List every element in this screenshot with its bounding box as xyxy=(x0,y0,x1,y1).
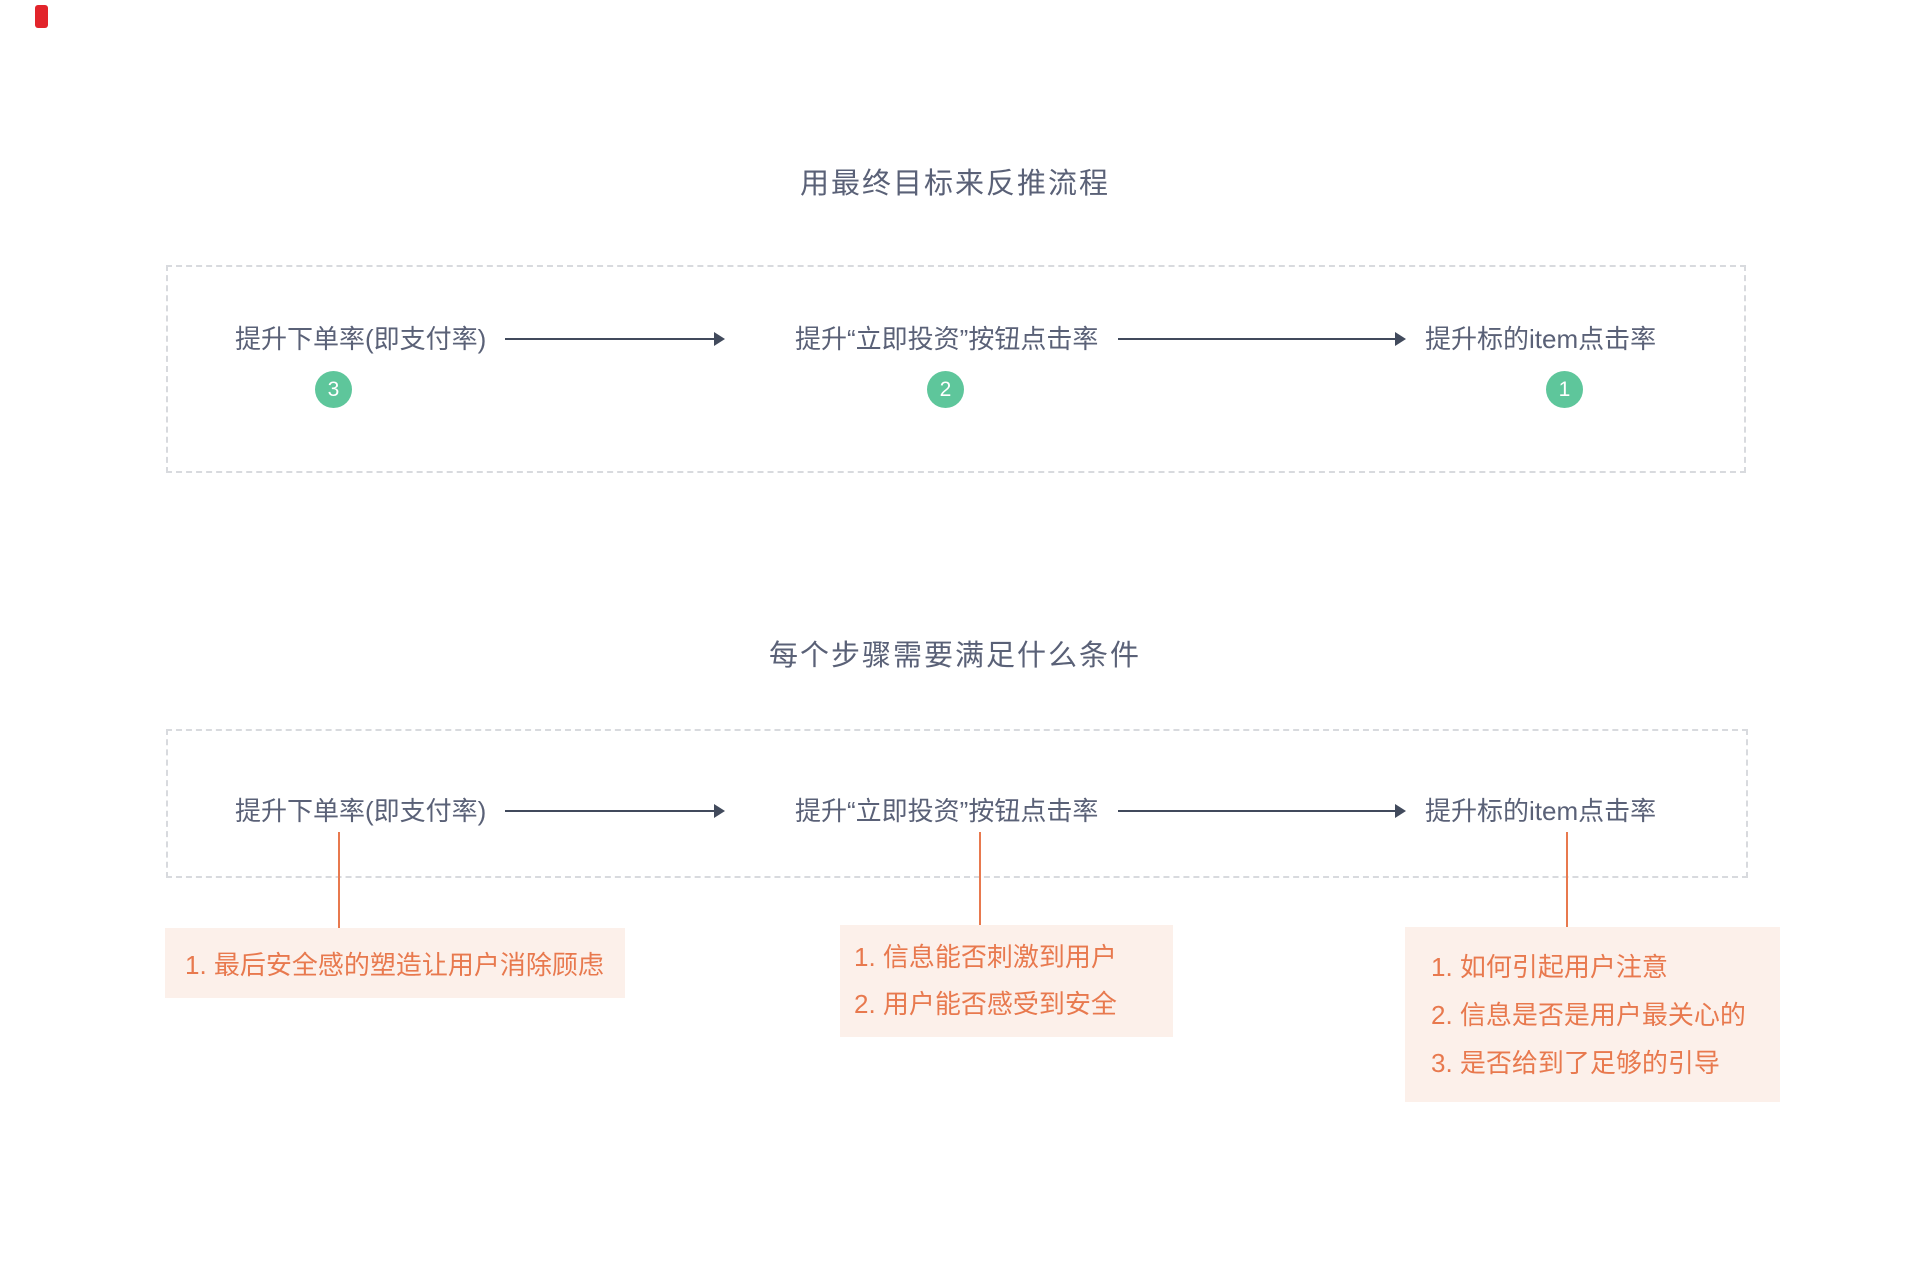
red-marker xyxy=(35,5,48,28)
note-order-rate: 1. 最后安全感的塑造让用户消除顾虑 xyxy=(165,928,625,998)
arrow-right-icon xyxy=(714,332,725,346)
note-invest-button: 1. 信息能否刺激到用户 2. 用户能否感受到安全 xyxy=(840,925,1173,1037)
flow2-node-invest-button: 提升“立即投资”按钮点击率 xyxy=(795,796,1099,826)
step-badge-2: 2 xyxy=(927,371,964,408)
connector-line-left xyxy=(338,832,340,928)
flow1-arrow-2 xyxy=(1118,332,1406,346)
section2-title: 每个步骤需要满足什么条件 xyxy=(768,640,1141,672)
connector-line-middle xyxy=(979,832,981,925)
flow2-node-item-click: 提升标的item点击率 xyxy=(1425,796,1657,826)
flow2-arrow-2 xyxy=(1118,804,1406,818)
arrow-right-icon xyxy=(714,804,725,818)
step-badge-3: 3 xyxy=(315,371,352,408)
note-item-click: 1. 如何引起用户注意 2. 信息是否是用户最关心的 3. 是否给到了足够的引导 xyxy=(1405,927,1780,1102)
arrow-right-icon xyxy=(1395,332,1406,346)
note-line: 2. 用户能否感受到安全 xyxy=(854,989,1117,1019)
note-line: 2. 信息是否是用户最关心的 xyxy=(1431,999,1746,1030)
flow2-node-order-rate: 提升下单率(即支付率) xyxy=(235,796,487,826)
flow1-node-item-click: 提升标的item点击率 xyxy=(1425,324,1657,354)
note-line: 1. 信息能否刺激到用户 xyxy=(854,942,1117,972)
connector-line-right xyxy=(1566,832,1568,927)
flow1-node-invest-button: 提升“立即投资”按钮点击率 xyxy=(795,324,1099,354)
flow1-node-order-rate: 提升下单率(即支付率) xyxy=(235,324,487,354)
note-line: 1. 如何引起用户注意 xyxy=(1431,951,1668,982)
note-line: 1. 最后安全感的塑造让用户消除顾虑 xyxy=(185,949,604,980)
section2-flow-box xyxy=(166,729,1748,878)
note-line: 3. 是否给到了足够的引导 xyxy=(1431,1047,1720,1078)
section1-title: 用最终目标来反推流程 xyxy=(799,168,1110,200)
arrow-right-icon xyxy=(1395,804,1406,818)
section1-flow-box xyxy=(166,265,1746,473)
step-badge-1: 1 xyxy=(1546,371,1583,408)
flow1-arrow-1 xyxy=(505,332,725,346)
flow2-arrow-1 xyxy=(505,804,725,818)
